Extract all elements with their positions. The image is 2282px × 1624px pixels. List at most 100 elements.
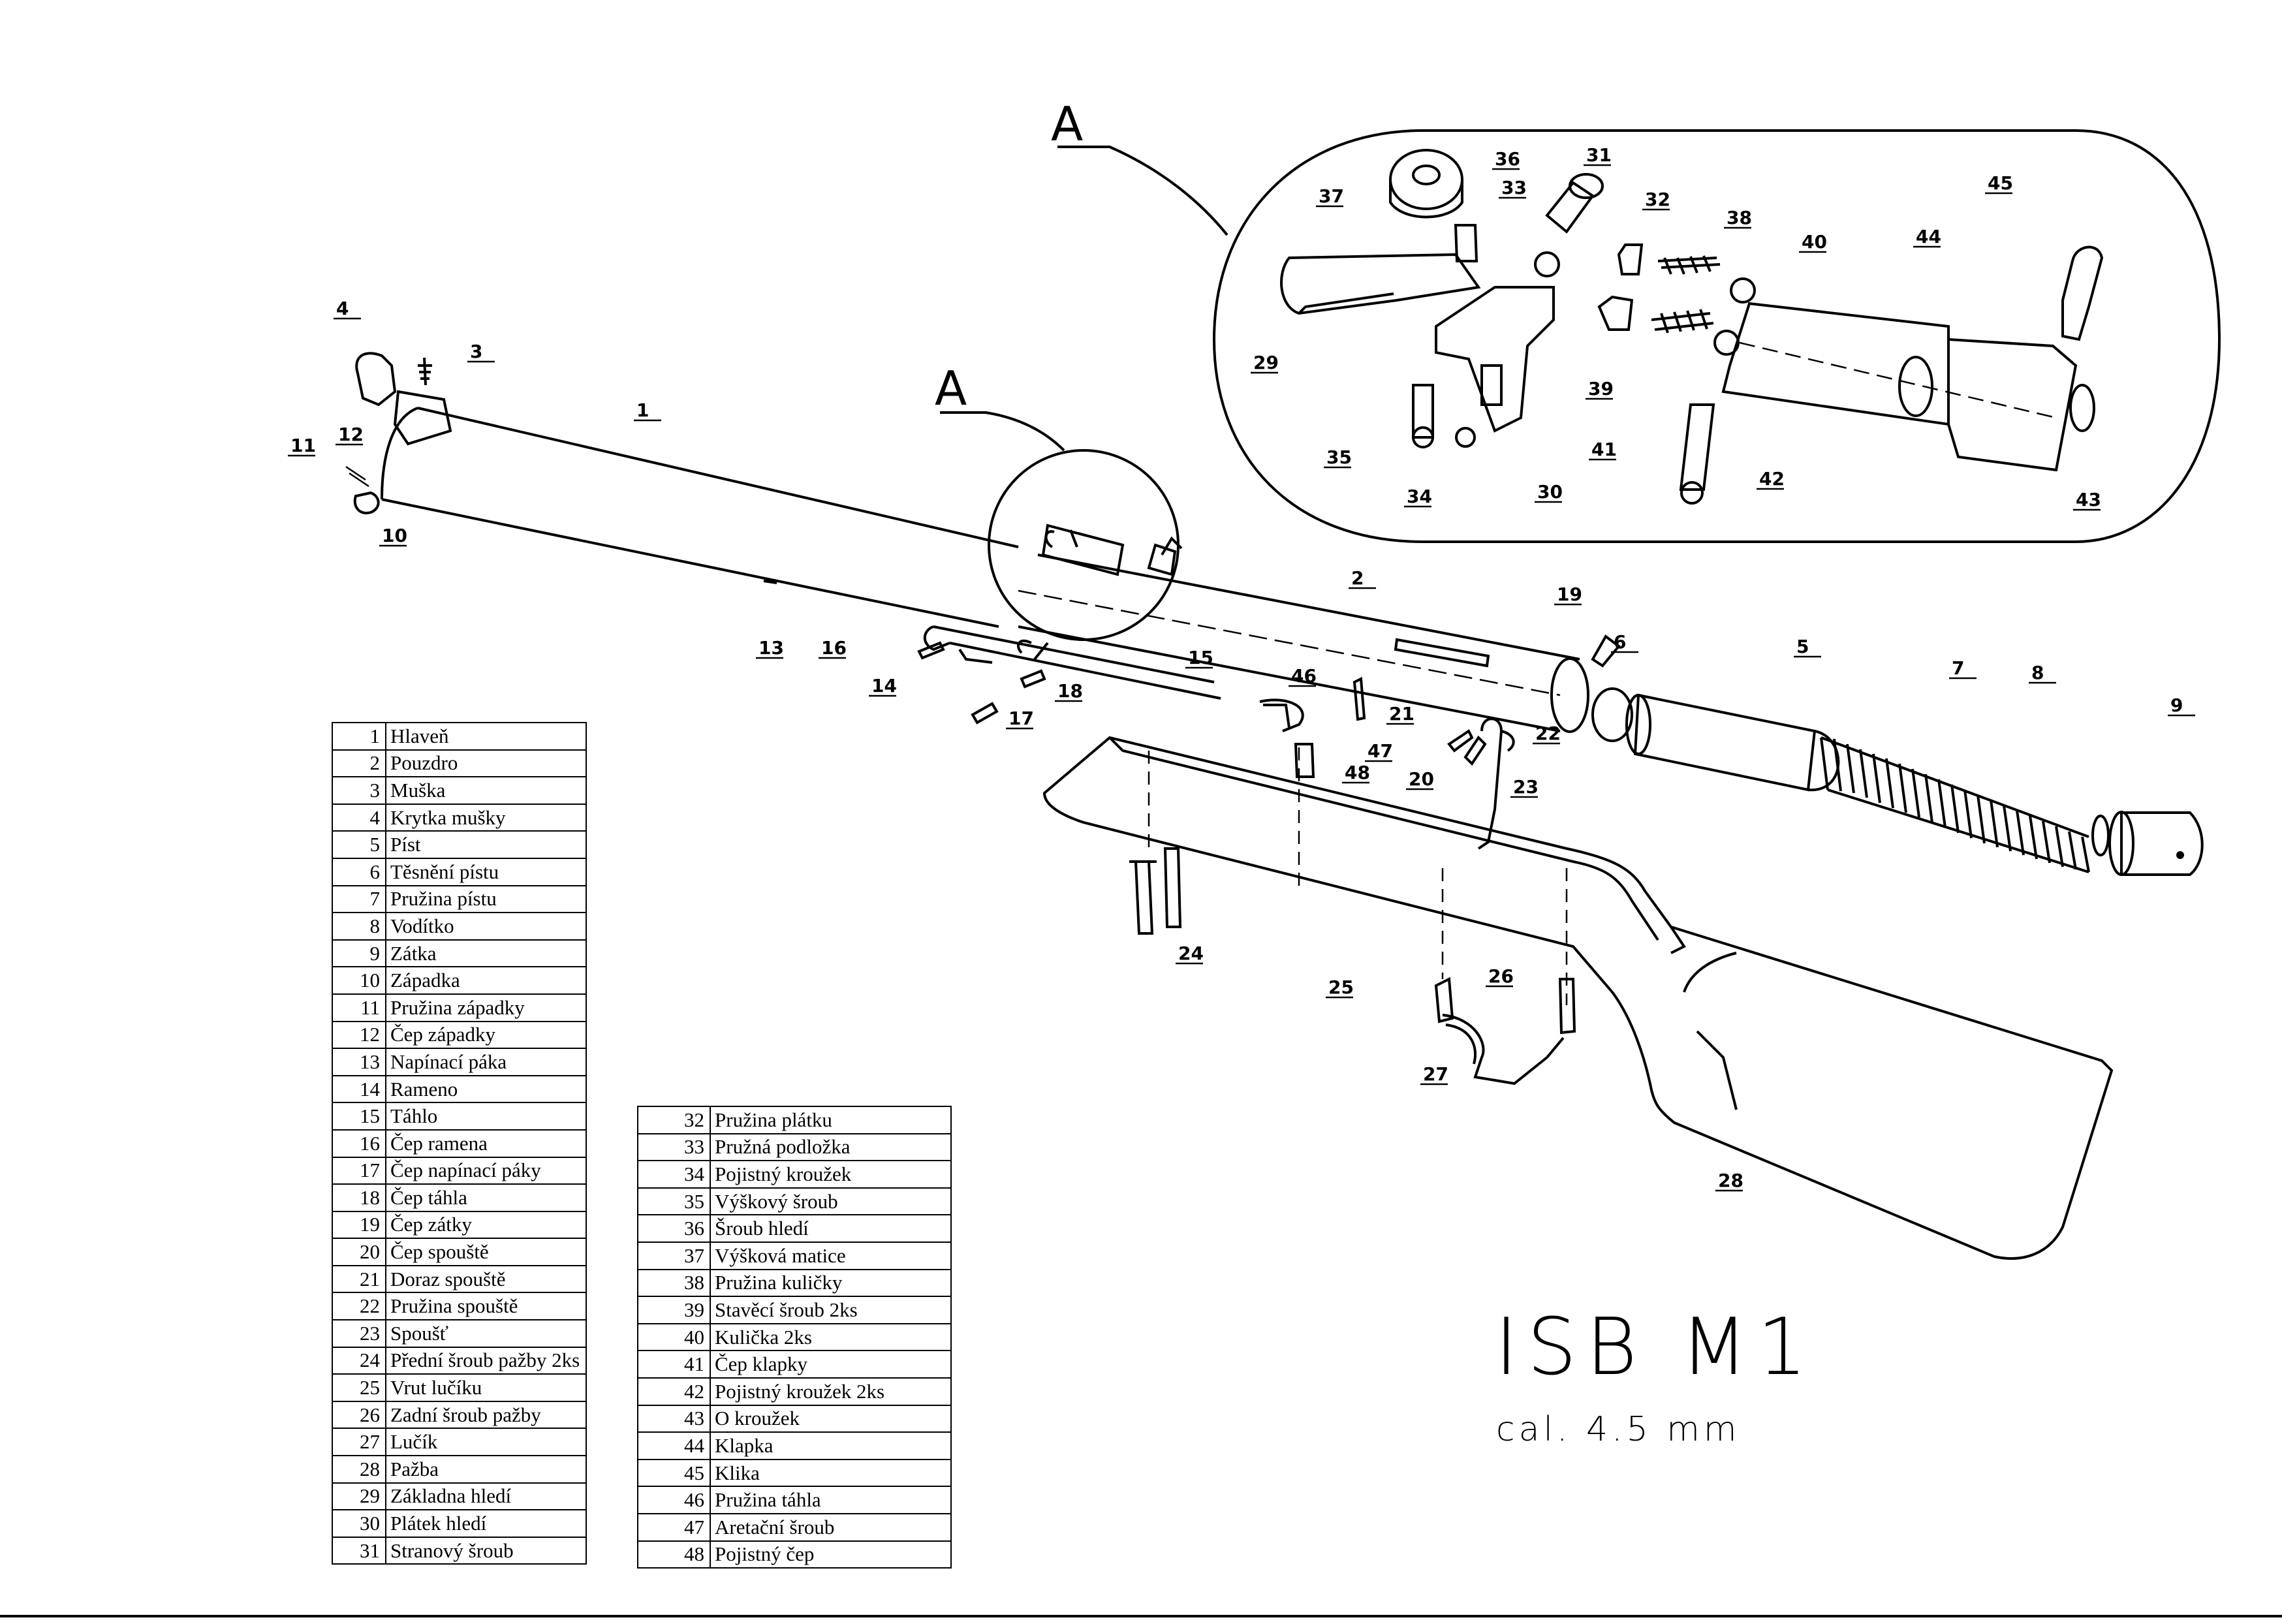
callout-number: 25 [1328, 976, 1354, 998]
part-number: 4 [332, 803, 386, 832]
callout-number: 41 [1591, 439, 1617, 460]
part-number: 37 [637, 1241, 711, 1270]
callout-number: 5 [1796, 636, 1809, 657]
callout-number: 43 [2076, 489, 2101, 510]
callout-number: 11 [290, 435, 316, 456]
part-number: 40 [637, 1322, 711, 1352]
callout-number: 15 [1188, 647, 1213, 668]
part-number: 10 [332, 966, 386, 995]
part-name: Pružná podložka [710, 1132, 952, 1162]
part-number: 24 [332, 1346, 386, 1375]
callout-number: 40 [1802, 231, 1827, 253]
detail-a-label-small: A [935, 361, 967, 416]
part-name: Výškový šroub [710, 1187, 952, 1216]
stock-part [1042, 736, 2114, 1260]
part-name: Pružina západky [385, 993, 587, 1022]
part-name: Plátek hledí [385, 1509, 587, 1538]
callout-number: 31 [1586, 144, 1612, 166]
trigger-group-parts [1129, 634, 1621, 1085]
part-number: 21 [332, 1264, 386, 1294]
callout-number: 29 [1253, 352, 1279, 373]
cocking-lever-part [923, 625, 1304, 732]
callout-number: 38 [1727, 207, 1752, 228]
callout-number: 27 [1423, 1063, 1448, 1085]
part-number: 7 [332, 884, 386, 914]
callout-number: 3 [470, 341, 482, 362]
callout-number: 32 [1645, 189, 1670, 210]
callout-number: 47 [1368, 740, 1393, 762]
detail-a-label-large: A [1051, 97, 1083, 151]
part-number: 28 [332, 1455, 386, 1484]
callout-number: 4 [336, 298, 349, 319]
callout-number: 46 [1291, 665, 1317, 687]
part-name: Spoušť [385, 1319, 587, 1348]
callout-number: 17 [1008, 708, 1034, 729]
part-number: 17 [332, 1156, 386, 1185]
callout-number: 10 [382, 525, 407, 546]
callout-number: 18 [1057, 680, 1083, 702]
detail-a-leader-large [1057, 146, 1228, 236]
part-name: Výšková matice [710, 1241, 952, 1270]
part-number: 8 [332, 912, 386, 941]
part-name: Čep táhla [385, 1183, 587, 1212]
part-name: Čep spouště [385, 1238, 587, 1266]
callout-number: 42 [1759, 468, 1785, 490]
part-number: 29 [332, 1482, 386, 1511]
part-name: Napínací páka [385, 1048, 587, 1076]
callout-number: 36 [1495, 148, 1520, 170]
part-name: Šroub hledí [710, 1214, 952, 1243]
part-number: 34 [637, 1160, 711, 1189]
barrel-part [381, 407, 1019, 628]
part-number: 9 [332, 939, 386, 968]
part-number: 25 [332, 1373, 386, 1402]
part-name: Klika [710, 1458, 952, 1488]
part-number: 12 [332, 1020, 386, 1050]
part-number: 35 [637, 1187, 711, 1216]
part-name: Základna hledí [385, 1482, 587, 1511]
part-name: Čep klapky [710, 1350, 952, 1379]
part-number: 2 [332, 749, 386, 778]
part-number: 31 [332, 1536, 386, 1565]
callout-number: 13 [758, 637, 784, 659]
part-number: 11 [332, 993, 386, 1022]
callout-number: 19 [1557, 584, 1582, 605]
part-name: Hlaveň [385, 722, 587, 751]
part-name: Aretační šroub [710, 1512, 952, 1542]
part-number: 43 [637, 1404, 711, 1433]
part-name: Čep západky [385, 1020, 587, 1050]
part-number: 1 [332, 722, 386, 751]
callout-number: 12 [338, 424, 364, 445]
part-name: Pojistný kroužek 2ks [710, 1377, 952, 1406]
part-number: 18 [332, 1183, 386, 1212]
part-name: Pojistný kroužek [710, 1160, 952, 1189]
detail-a-bubble [1212, 129, 2221, 543]
callout-number: 30 [1537, 481, 1563, 503]
piston-assembly-parts [1591, 687, 2204, 876]
part-name: Táhlo [385, 1102, 587, 1131]
part-name: Krytka mušky [385, 803, 587, 832]
callout-number: 33 [1501, 177, 1527, 198]
part-name: Pružina pístu [385, 884, 587, 914]
